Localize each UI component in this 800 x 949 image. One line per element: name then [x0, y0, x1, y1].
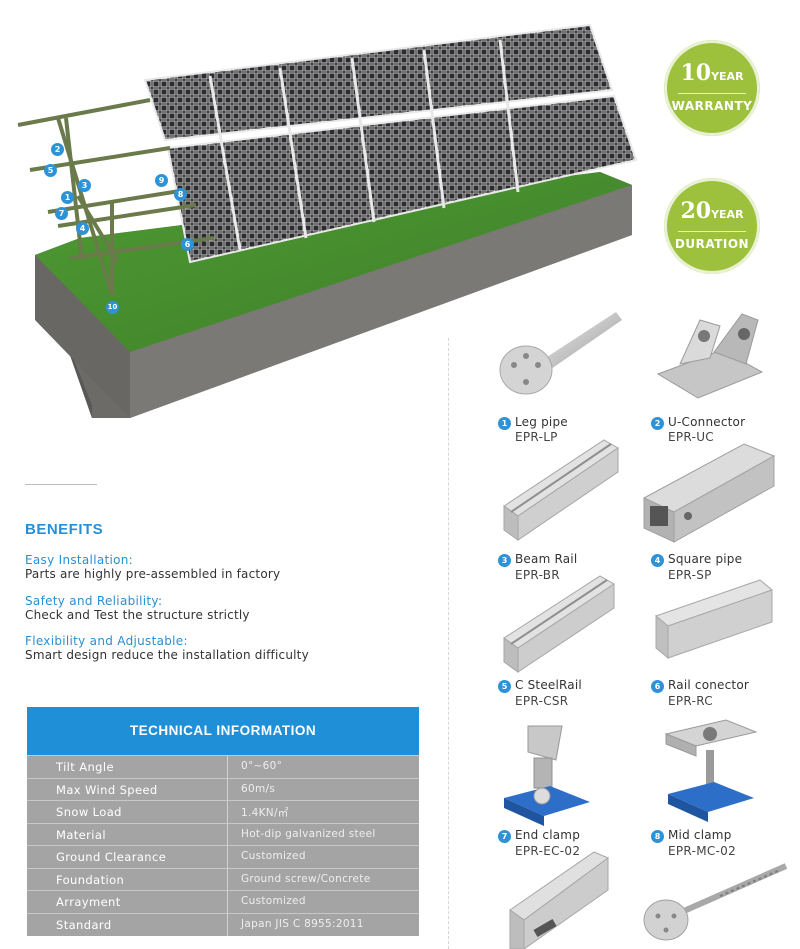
ground-screw-image	[643, 863, 788, 941]
technical-info-table: TECHNICAL INFORMATION Tilt Angle 0°~60° M…	[27, 707, 419, 939]
duration-unit: YEAR	[711, 208, 744, 221]
spec-value: 60m/s	[241, 782, 276, 795]
beam-rail-image	[503, 439, 619, 541]
spec-key: Foundation	[56, 872, 125, 887]
warranty-years: 10	[680, 60, 712, 86]
solar-array-illustration	[17, 23, 638, 418]
spec-value: Japan JIS C 8955:2011	[241, 917, 364, 930]
benefit-text: Check and Test the structure strictly	[25, 608, 250, 622]
warranty-label: WARRANTY	[671, 99, 753, 113]
part-callout: 9	[155, 174, 168, 187]
table-row: Snow Load 1.4KN/㎡	[27, 800, 419, 824]
table-row: Max Wind Speed 60m/s	[27, 777, 419, 801]
part-callout: 4	[76, 222, 89, 235]
c-steelrail-image	[503, 575, 615, 673]
end-clamp-image	[504, 725, 590, 826]
benefits-title: BENEFITS	[25, 521, 104, 538]
part-number-badge: 5	[498, 680, 511, 693]
technical-info-title: TECHNICAL INFORMATION	[27, 707, 419, 755]
part-callout: 1	[61, 191, 74, 204]
rail-conector-image	[654, 579, 774, 660]
warranty-badge: 10YEAR WARRANTY	[664, 40, 760, 136]
spec-value: Hot-dip galvanized steel	[241, 827, 376, 840]
table-row: Material Hot-dip galvanized steel	[27, 822, 419, 846]
benefit-text: Smart design reduce the installation dif…	[25, 648, 309, 662]
part-callout: 7	[55, 207, 68, 220]
benefit-heading: Easy Installation:	[25, 553, 134, 567]
part-number-badge: 4	[651, 554, 664, 567]
spec-value: Customized	[241, 850, 306, 862]
part-code: EPR-RC	[668, 694, 713, 708]
table-row: Ground Clearance Customized	[27, 845, 419, 869]
part-callout: 2	[51, 143, 64, 156]
part-name: End clamp	[515, 828, 581, 842]
part-name: Mid clamp	[668, 828, 732, 842]
part-name: Square pipe	[668, 552, 743, 566]
part-code: EPR-EC-02	[515, 844, 581, 858]
spec-value: Customized	[241, 895, 306, 907]
mounting-frame	[17, 98, 215, 296]
spec-key: Ground Clearance	[56, 850, 167, 864]
part-callout: 3	[78, 179, 91, 192]
part-callout: 10	[106, 301, 119, 314]
part-name: Rail conector	[668, 678, 750, 692]
table-row: Tilt Angle 0°~60°	[27, 755, 419, 779]
duration-badge: 20YEAR DURATION	[664, 178, 760, 274]
part-number-badge: 2	[651, 417, 664, 430]
duration-label: DURATION	[674, 237, 750, 251]
grass-surface	[35, 172, 632, 352]
part-code: EPR-CSR	[515, 694, 569, 708]
leg-pipe-image	[499, 312, 622, 395]
benefit-heading: Flexibility and Adjustable:	[25, 634, 188, 648]
part-callout: 8	[174, 188, 187, 201]
part-number-badge: 6	[651, 680, 664, 693]
part-callout: 5	[44, 164, 57, 177]
spec-key: Standard	[56, 917, 112, 932]
part-name: Leg pipe	[515, 415, 568, 429]
part-name: Beam Rail	[515, 552, 578, 566]
part-code: EPR-UC	[668, 430, 714, 444]
square-pipe-image	[642, 443, 776, 543]
part-number-badge: 8	[651, 830, 664, 843]
part-callout: 6	[181, 238, 194, 251]
duration-years: 20	[680, 198, 712, 224]
table-row: Foundation Ground screw/Concrete	[27, 867, 419, 891]
part-name: U-Connector	[668, 415, 746, 429]
spec-value: 1.4KN/㎡	[241, 807, 289, 819]
mid-clamp-image	[664, 719, 758, 822]
table-row: Arrayment Customized	[27, 890, 419, 914]
spec-value: Ground screw/Concrete	[241, 872, 371, 885]
benefit-text: Parts are highly pre-assembled in factor…	[25, 567, 281, 581]
spec-key: Tilt Angle	[56, 760, 114, 774]
solar-panels	[143, 23, 638, 264]
spec-key: Arrayment	[56, 895, 121, 909]
part-number-badge: 1	[498, 417, 511, 430]
benefit-heading: Safety and Reliability:	[25, 594, 163, 608]
spec-key: Material	[56, 827, 106, 842]
spec-key: Max Wind Speed	[56, 782, 158, 797]
part-code: EPR-SP	[668, 568, 712, 582]
part-code: EPR-LP	[515, 430, 558, 444]
part-code: EPR-BR	[515, 568, 560, 582]
spec-key: Snow Load	[56, 805, 122, 819]
divider	[25, 484, 97, 485]
column-divider	[448, 338, 449, 949]
part-number-badge: 7	[498, 830, 511, 843]
table-row: Standard Japan JIS C 8955:2011	[27, 912, 419, 936]
rail-part-image	[509, 851, 609, 949]
warranty-unit: YEAR	[711, 70, 744, 83]
part-code: EPR-MC-02	[668, 844, 737, 858]
spec-value: 0°~60°	[241, 760, 283, 772]
part-number-badge: 3	[498, 554, 511, 567]
part-name: C SteelRail	[515, 678, 582, 692]
u-connector-image	[656, 313, 764, 399]
